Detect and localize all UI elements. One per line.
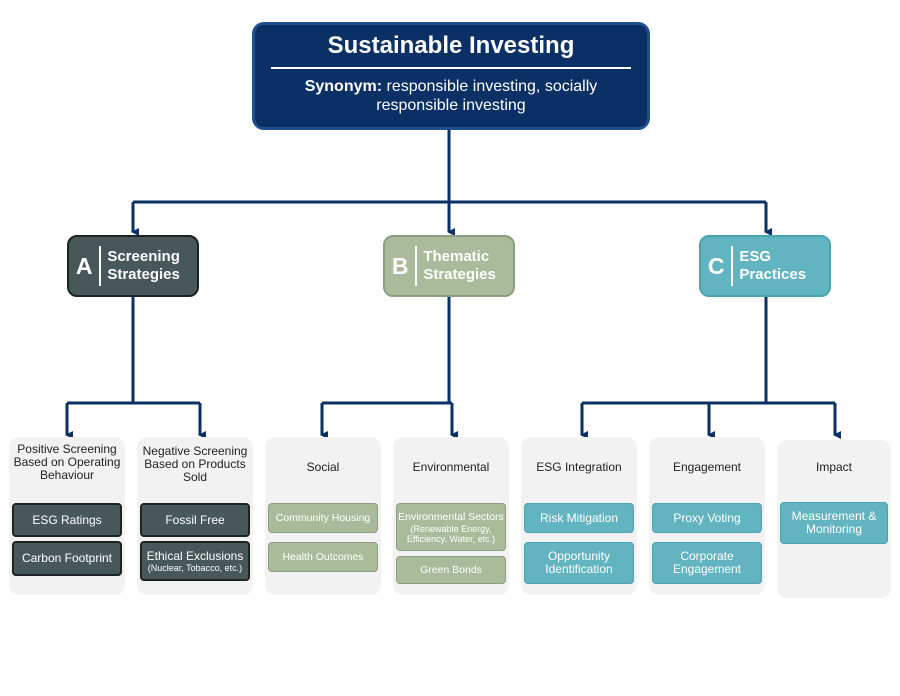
- column-impact: Impact Measurement & Monitoring: [777, 440, 891, 598]
- leaf-label: Opportunity Identification: [545, 549, 613, 576]
- leaf-label: Environmental Sectors: [398, 510, 504, 523]
- leaf-measurement-monitoring: Measurement & Monitoring: [780, 502, 888, 544]
- leaf-label: Green Bonds: [420, 563, 482, 576]
- leaf-fossil-free: Fossil Free: [140, 503, 250, 537]
- column-esg-integration: ESG Integration Risk Mitigation Opportun…: [521, 437, 637, 595]
- column-environmental: Environmental Environmental Sectors (Ren…: [393, 437, 509, 595]
- column-positive-screening: Positive Screening Based on Operating Be…: [9, 437, 125, 595]
- leaf-opportunity-identification: Opportunity Identification: [524, 542, 634, 584]
- category-a: A Screening Strategies: [67, 235, 199, 297]
- column-heading: ESG Integration: [536, 460, 622, 474]
- category-letter: B: [391, 252, 409, 279]
- leaf-label: Fossil Free: [165, 512, 225, 527]
- category-divider: [415, 246, 418, 286]
- leaf-carbon-footprint: Carbon Footprint: [12, 541, 122, 576]
- root-synonym: Synonym: responsible investing, socially…: [255, 77, 647, 115]
- leaf-label: Community Housing: [275, 511, 371, 524]
- column-negative-screening: Negative Screening Based on Products Sol…: [137, 437, 253, 595]
- category-label: Thematic Strategies: [423, 248, 496, 283]
- leaf-ethical-exclusions: Ethical Exclusions (Nuclear, Tobacco, et…: [140, 541, 250, 581]
- leaf-environmental-sectors: Environmental Sectors (Renewable Energy,…: [396, 503, 506, 551]
- leaf-corporate-engagement: Corporate Engagement: [652, 542, 762, 584]
- leaf-green-bonds: Green Bonds: [396, 556, 506, 584]
- category-divider: [731, 246, 734, 286]
- category-label: Screening Strategies: [107, 248, 180, 283]
- leaf-community-housing: Community Housing: [268, 503, 378, 533]
- leaf-label: Health Outcomes: [282, 550, 364, 563]
- column-heading: Negative Screening Based on Products Sol…: [142, 444, 248, 484]
- root-node: Sustainable Investing Synonym: responsib…: [252, 22, 650, 130]
- leaf-sublabel: (Renewable Energy, Efficiency, Water, et…: [406, 523, 496, 544]
- leaf-label: Proxy Voting: [673, 510, 741, 525]
- root-synonym-label: Synonym:: [304, 78, 383, 95]
- column-heading: Environmental: [412, 460, 490, 474]
- leaf-label: Carbon Footprint: [21, 551, 113, 565]
- leaf-esg-ratings: ESG Ratings: [12, 503, 122, 537]
- column-heading: Social: [306, 460, 340, 474]
- leaf-proxy-voting: Proxy Voting: [652, 503, 762, 533]
- leaf-risk-mitigation: Risk Mitigation: [524, 503, 634, 533]
- root-title: Sustainable Investing: [327, 32, 575, 59]
- column-heading: Engagement: [672, 460, 742, 474]
- category-letter: C: [707, 252, 725, 279]
- column-social: Social Community Housing Health Outcomes: [265, 437, 381, 595]
- category-b: B Thematic Strategies: [383, 235, 515, 297]
- leaf-label: Measurement & Monitoring: [791, 509, 877, 536]
- leaf-health-outcomes: Health Outcomes: [268, 542, 378, 572]
- category-c: C ESG Practices: [699, 235, 831, 297]
- column-engagement: Engagement Proxy Voting Corporate Engage…: [649, 437, 765, 595]
- category-letter: A: [75, 252, 93, 279]
- column-heading: Impact: [815, 460, 852, 474]
- leaf-label: Corporate Engagement: [672, 549, 742, 576]
- category-label: ESG Practices: [739, 248, 807, 283]
- root-divider: [271, 67, 631, 69]
- column-heading: Positive Screening Based on Operating Be…: [13, 442, 121, 482]
- leaf-label: Ethical Exclusions: [146, 548, 244, 563]
- category-divider: [99, 246, 102, 286]
- leaf-sublabel: (Nuclear, Tobacco, etc.): [147, 562, 243, 573]
- root-synonym-text: responsible investing, socially responsi…: [376, 78, 598, 114]
- leaf-label: ESG Ratings: [32, 512, 102, 527]
- leaf-label: Risk Mitigation: [539, 510, 619, 525]
